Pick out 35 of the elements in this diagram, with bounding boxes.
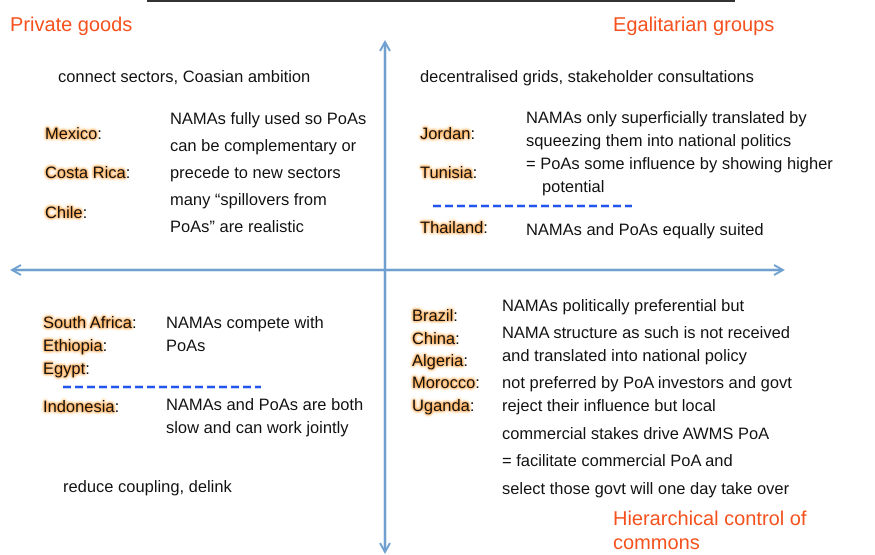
country-label: Jordan: xyxy=(420,124,476,145)
assessment-text: NAMAs compete with PoAs xyxy=(166,313,325,357)
country-label: Brazil: xyxy=(412,306,458,327)
assessment-text: = facilitate commercial PoA and xyxy=(502,451,733,472)
strategy-note: decentralised grids, stakeholder consultations xyxy=(420,67,754,88)
country-label: South Africa: xyxy=(43,313,137,334)
country-label: Ethiopia: xyxy=(43,336,108,357)
country-label: Indonesia: xyxy=(43,397,120,418)
country-label: Egypt: xyxy=(43,359,90,380)
country-label: China: xyxy=(412,329,460,350)
country-label: Costa Rica: xyxy=(45,163,130,184)
quadrant-heading: Private goods xyxy=(10,13,132,37)
assessment-text: commercial stakes drive AWMS PoA xyxy=(502,424,770,445)
strategy-note: connect sectors, Coasian ambition xyxy=(58,67,310,88)
assessment-text: NAMAs and PoAs are both slow and can work jointly xyxy=(166,395,364,439)
country-label: Morocco: xyxy=(412,373,480,394)
assessment-text: NAMA structure as such is not received xyxy=(502,323,790,344)
assessment-text: NAMAs politically preferential but xyxy=(502,296,744,317)
quadrant-heading: Egalitarian groups xyxy=(613,13,774,37)
strategy-note: reduce coupling, delink xyxy=(63,477,232,498)
assessment-text: select those govt will one day take over xyxy=(502,479,790,500)
country-label: Uganda: xyxy=(412,396,474,417)
assessment-text: = PoAs some influence by showing higher potential xyxy=(526,154,834,198)
country-label: Mexico: xyxy=(45,124,102,145)
assessment-text: NAMAs fully used so PoAs can be complementary or precede to new sectors many “spillovers from PoAs” are realistic xyxy=(170,109,368,238)
assessment-text: not preferred by PoA investors and govt xyxy=(502,373,792,394)
country-label: Algeria: xyxy=(412,351,468,372)
assessment-text: NAMAs and PoAs equally suited xyxy=(526,220,764,241)
assessment-text: reject their influence but local xyxy=(502,396,716,417)
assessment-text: and translated into national policy xyxy=(502,346,747,367)
assessment-text: NAMAs only superficially translated by squeezing them into national politics xyxy=(526,108,808,152)
country-label: Thailand: xyxy=(420,218,488,239)
country-label: Chile: xyxy=(45,203,88,224)
quadrant-heading: Hierarchical control of commons xyxy=(613,507,808,555)
country-label: Tunisia: xyxy=(420,163,478,184)
